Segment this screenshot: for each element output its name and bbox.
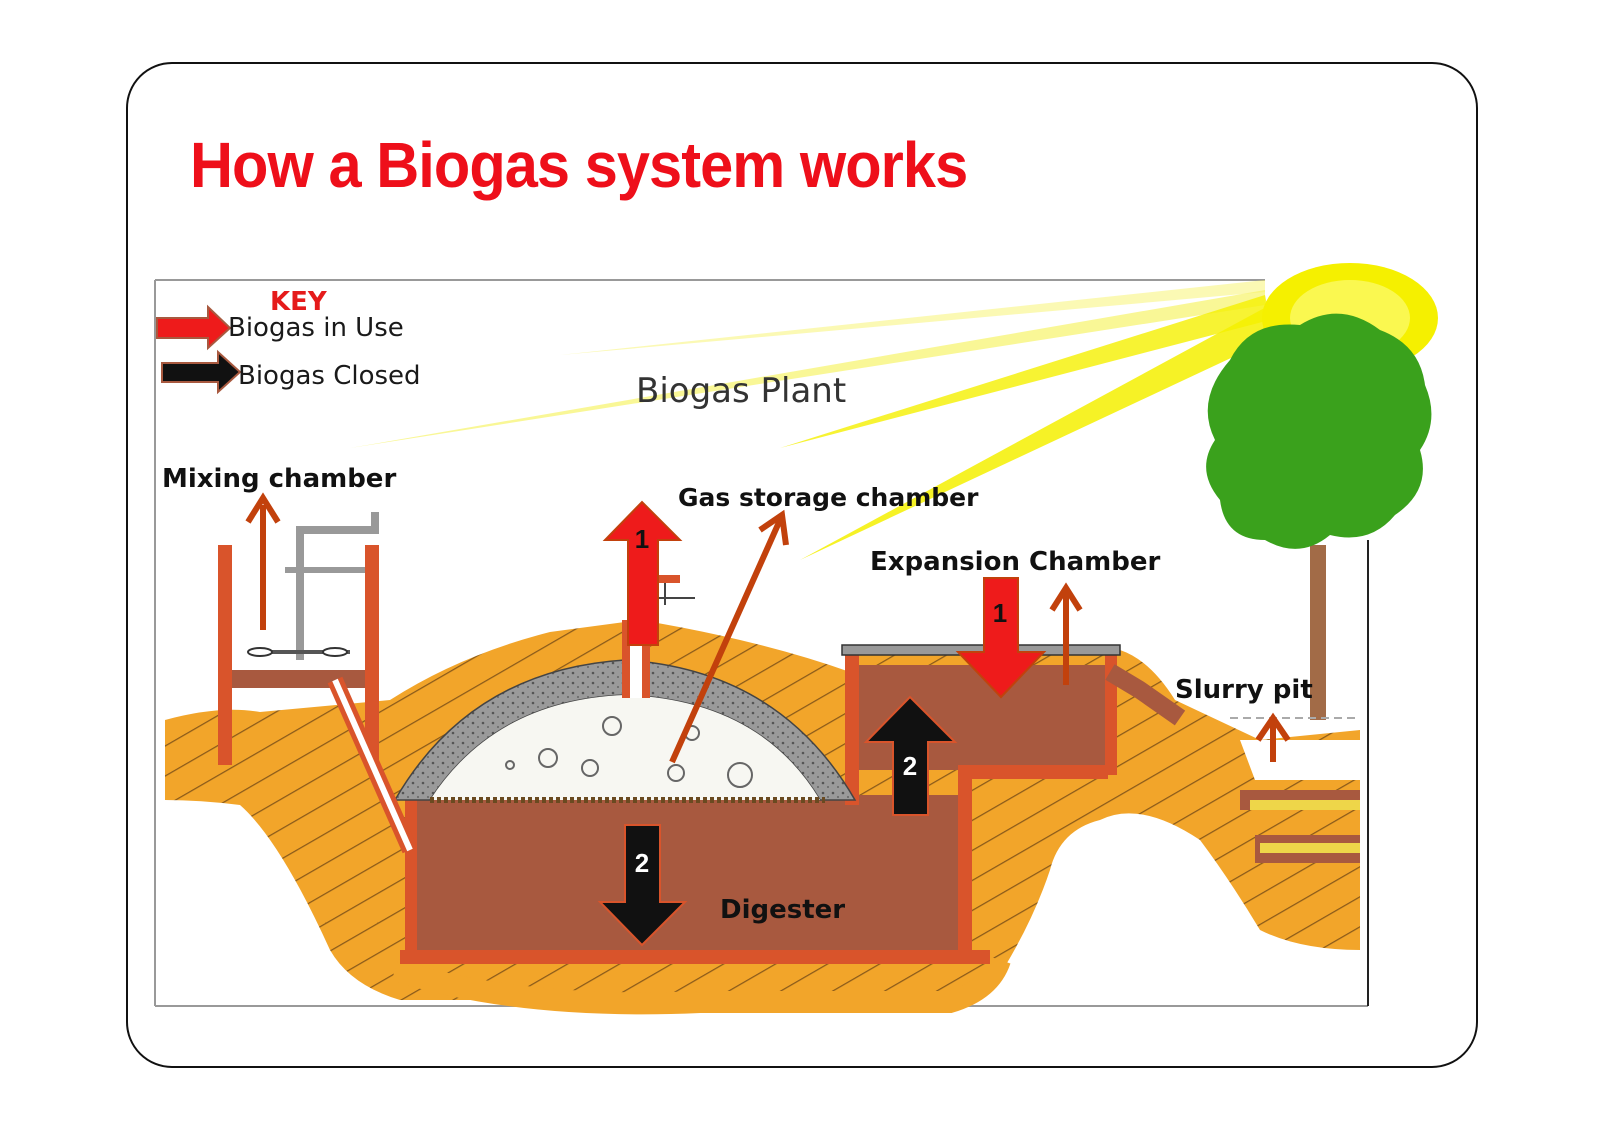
- label-digester: Digester: [720, 895, 845, 925]
- digester-tank: [400, 770, 990, 964]
- expansion-use-arrow-down: [955, 577, 1047, 699]
- marker-expansion-down: 1: [993, 598, 1007, 628]
- label-slurry-pit: Slurry pit: [1175, 675, 1313, 705]
- label-gas-storage: Gas storage chamber: [678, 483, 979, 512]
- sun-icon: [350, 263, 1438, 560]
- marker-expansion-up: 2: [903, 751, 917, 781]
- diagram-heading: Biogas Plant: [636, 371, 846, 411]
- tree-icon: [1206, 313, 1432, 720]
- key-label-closed: Biogas Closed: [238, 361, 421, 391]
- digester-closed-arrow-down: [597, 824, 688, 947]
- gas-use-arrow-up: [602, 500, 683, 646]
- label-expansion-chamber: Expansion Chamber: [870, 547, 1160, 577]
- label-mixing-chamber: Mixing chamber: [162, 464, 396, 494]
- gas-dome: [393, 575, 857, 803]
- slide-title: How a Biogas system works: [190, 129, 968, 201]
- mixing-chamber-tank: [218, 512, 418, 854]
- marker-gas-up: 1: [635, 524, 649, 554]
- key-arrow-closed-icon: [161, 349, 242, 395]
- key-arrow-in-use-icon: [156, 304, 232, 351]
- expansion-closed-arrow-up: [863, 695, 958, 816]
- key-title: KEY: [270, 287, 328, 317]
- key-label-in-use: Biogas in Use: [228, 313, 404, 343]
- flow-arrows: [245, 492, 1291, 764]
- marker-digester-down: 2: [635, 848, 649, 878]
